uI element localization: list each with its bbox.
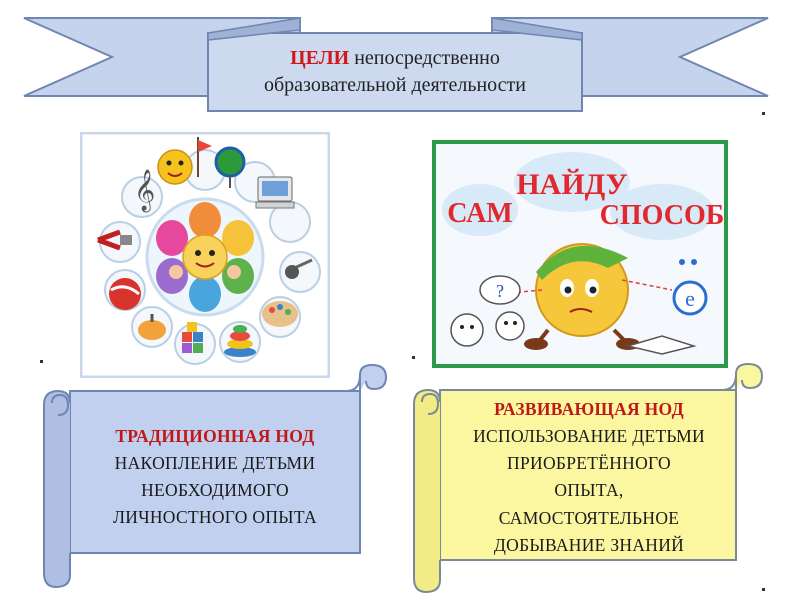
- right-scroll-line-1: ИСПОЛЬЗОВАНИЕ ДЕТЬМИ: [473, 426, 705, 447]
- left-scroll-line-2: НЕОБХОДИМОГО: [141, 480, 289, 501]
- right-scroll: [413, 362, 764, 594]
- decor-dot: [762, 112, 765, 115]
- left-illustration: 𝄞: [79, 131, 331, 379]
- decor-dot: [412, 356, 415, 359]
- decor-dot: [762, 588, 765, 591]
- right-illustration: САМ НАЙДУ СПОСОБ ? e: [432, 140, 728, 368]
- left-scroll: [43, 363, 388, 589]
- title-line-1: ЦЕЛИ непосредственно: [290, 45, 500, 72]
- word-sposob: СПОСОБ: [600, 200, 725, 231]
- right-scroll-line-2: ПРИОБРЕТЁННОГО: [507, 453, 671, 474]
- right-scroll-line-5: ДОБЫВАНИЕ ЗНАНИЙ: [493, 534, 685, 555]
- cartoon-kolobok-thinking-illustration: САМ НАЙДУ СПОСОБ ? e: [432, 140, 728, 368]
- right-scroll-line-3: ОПЫТА,: [554, 480, 624, 501]
- word-sam: САМ: [447, 198, 512, 229]
- decor-dot: [40, 360, 43, 363]
- banner-title: ЦЕЛИ непосредственно образовательной дея…: [208, 33, 582, 111]
- left-scroll-line-1: НАКОПЛЕНИЕ ДЕТЬМИ: [114, 453, 316, 474]
- right-scroll-text: РАЗВИВАЮЩАЯ НОД ИСПОЛЬЗОВАНИЕ ДЕТЬМИ ПРИ…: [444, 396, 734, 559]
- title-line-2: образовательной деятельности: [264, 74, 526, 96]
- word-naidu: НАЙДУ: [516, 168, 627, 201]
- title-line-1-rest: непосредственно: [354, 47, 500, 69]
- right-scroll-heading: РАЗВИВАЮЩАЯ НОД: [494, 399, 684, 419]
- svg-text:𝄞: 𝄞: [134, 169, 155, 212]
- svg-text:?: ?: [496, 281, 504, 301]
- ribbon-banner: [23, 17, 769, 112]
- left-scroll-text: ТРАДИЦИОННАЯ НОД НАКОПЛЕНИЕ ДЕТЬМИ НЕОБХ…: [80, 423, 350, 532]
- title-accent-word: ЦЕЛИ: [290, 47, 350, 69]
- right-scroll-line-4: САМОСТОЯТЕЛЬНОЕ: [498, 507, 680, 528]
- left-scroll-heading: ТРАДИЦИОННАЯ НОД: [115, 426, 315, 446]
- education-flower-wheel-illustration: 𝄞: [79, 131, 331, 379]
- left-scroll-line-3: ЛИЧНОСТНОГО ОПЫТА: [113, 507, 317, 528]
- svg-text:e: e: [685, 286, 695, 311]
